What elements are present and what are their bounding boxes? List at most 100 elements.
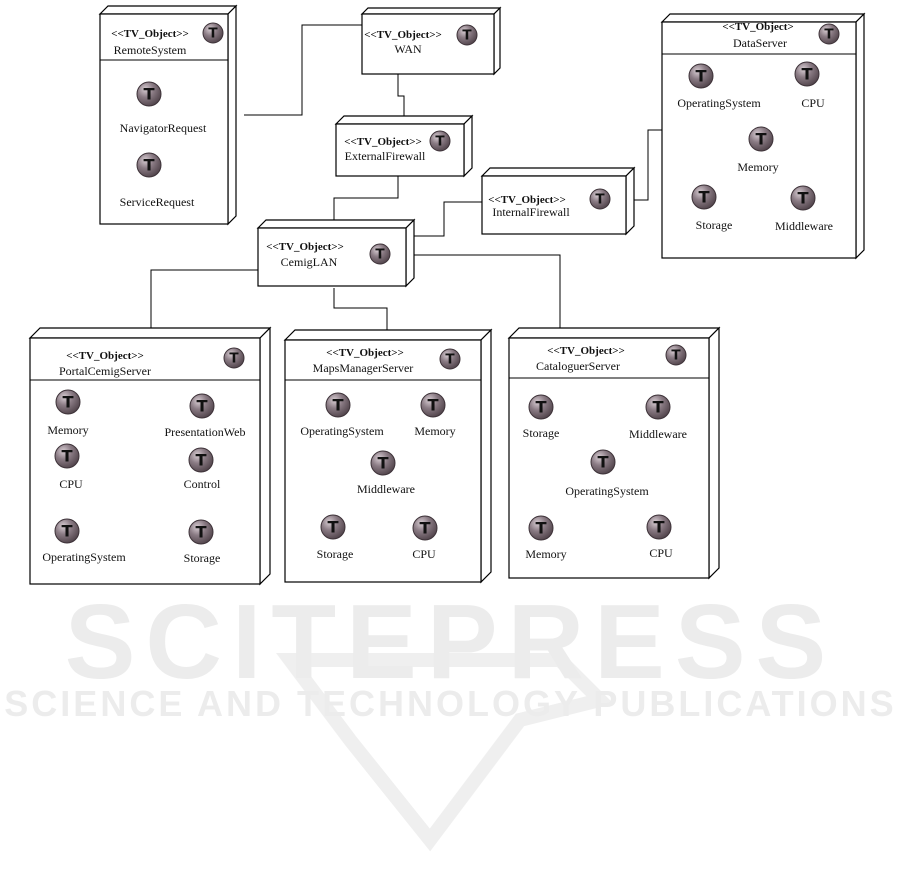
t-icon: T (369, 243, 391, 265)
artifact-label: OperatingSystem (565, 484, 649, 498)
t-icon: T (188, 447, 214, 473)
node-internal-firewall[interactable]: <<TV_Object>>InternalFirewall T (480, 166, 636, 236)
svg-text:T: T (698, 187, 709, 206)
connector-line-3 (333, 176, 399, 222)
t-icon: T (136, 81, 162, 107)
artifact-label: CPU (412, 547, 436, 561)
svg-text:T: T (62, 392, 73, 411)
t-icon: T (189, 393, 215, 419)
node-name: MapsManagerServer (313, 361, 414, 375)
svg-text:T: T (535, 518, 546, 537)
svg-text:T: T (824, 27, 834, 43)
artifact-label: Middleware (775, 219, 833, 233)
t-icon: T (748, 126, 774, 152)
node-portal-server[interactable]: <<TV_Object>>PortalCemigServerTTMemoryTP… (28, 326, 272, 586)
node-maps-server[interactable]: <<TV_Object>>MapsManagerServerTTOperatin… (283, 328, 493, 584)
connector-line-1 (244, 24, 364, 116)
artifact-label: Storage (523, 426, 560, 440)
stereotype-label: <<TV_Object>> (344, 136, 422, 148)
t-icon: T (794, 61, 820, 87)
t-icon: T (528, 394, 554, 420)
t-icon: T (325, 392, 351, 418)
svg-text:T: T (445, 352, 455, 368)
svg-text:T: T (652, 397, 663, 416)
artifact-operatingsystem[interactable]: T OperatingSystem (42, 518, 126, 564)
t-icon: T (54, 518, 80, 544)
connector-line-5 (632, 129, 662, 201)
artifact-middleware[interactable]: T Middleware (629, 394, 687, 441)
t-icon: T (202, 22, 224, 44)
node-data-server[interactable]: <<TV_Object>DataServerTTOperatingSystemT… (660, 12, 866, 260)
t-icon: T (55, 389, 81, 415)
t-icon: T (645, 394, 671, 420)
svg-text:T: T (595, 192, 605, 208)
t-icon: T (370, 450, 396, 476)
stereotype-label: <<TV_Object> (722, 21, 793, 33)
svg-text:T: T (435, 134, 445, 150)
artifact-label: OperatingSystem (300, 424, 384, 438)
artifact-label: Storage (696, 218, 733, 232)
stereotype-label: <<TV_Object>> (66, 350, 144, 362)
svg-text:T: T (377, 453, 388, 472)
artifact-cpu[interactable]: T CPU (412, 515, 438, 561)
node-remote-system[interactable]: <<TV_Object>>RemoteSystemTTNavigatorRequ… (98, 4, 238, 226)
svg-text:T: T (653, 517, 664, 536)
artifact-label: OperatingSystem (42, 550, 126, 564)
t-icon: T (528, 515, 554, 541)
artifact-memory[interactable]: T Memory (414, 392, 456, 438)
artifact-operatingsystem[interactable]: T OperatingSystem (565, 449, 649, 498)
artifact-middleware[interactable]: T Middleware (775, 185, 833, 233)
stereotype-label: <<TV_Object>> (488, 194, 566, 206)
node-name: InternalFirewall (492, 205, 570, 219)
t-icon: T (456, 24, 478, 46)
artifact-label: Memory (414, 424, 455, 438)
t-icon: T (665, 344, 687, 366)
t-icon: T (589, 188, 611, 210)
svg-text:T: T (61, 521, 72, 540)
stereotype-label: <<TV_Object>> (547, 345, 625, 357)
connector-line-2 (397, 70, 405, 116)
artifact-label: ServiceRequest (120, 195, 195, 209)
artifact-label: Storage (184, 551, 221, 565)
artifact-memory[interactable]: T Memory (737, 126, 779, 174)
t-icon: T (420, 392, 446, 418)
artifact-storage[interactable]: T Storage (523, 394, 560, 440)
svg-text:T: T (801, 64, 812, 83)
svg-text:T: T (597, 452, 608, 471)
artifact-label: Storage (317, 547, 354, 561)
svg-text:T: T (375, 247, 385, 263)
artifact-label: Middleware (629, 427, 687, 441)
artifact-label: Memory (737, 160, 778, 174)
t-icon: T (590, 449, 616, 475)
artifact-operatingsystem[interactable]: T OperatingSystem (300, 392, 384, 438)
artifact-label: PresentationWeb (164, 425, 245, 439)
svg-text:T: T (143, 84, 154, 103)
artifact-storage[interactable]: T Storage (691, 184, 733, 232)
svg-text:T: T (332, 395, 343, 414)
stereotype-label: <<TV_Object>> (266, 241, 344, 253)
node-cataloguer-server[interactable]: <<TV_Object>>CataloguerServerTTStorageTM… (507, 326, 721, 580)
node-name: PortalCemigServer (59, 364, 151, 378)
t-icon: T (412, 515, 438, 541)
artifact-presentationweb[interactable]: T PresentationWeb (164, 393, 246, 439)
stereotype-label: <<TV_Object>> (111, 28, 189, 40)
t-icon: T (790, 185, 816, 211)
svg-text:T: T (419, 518, 430, 537)
t-icon: T (223, 347, 245, 369)
